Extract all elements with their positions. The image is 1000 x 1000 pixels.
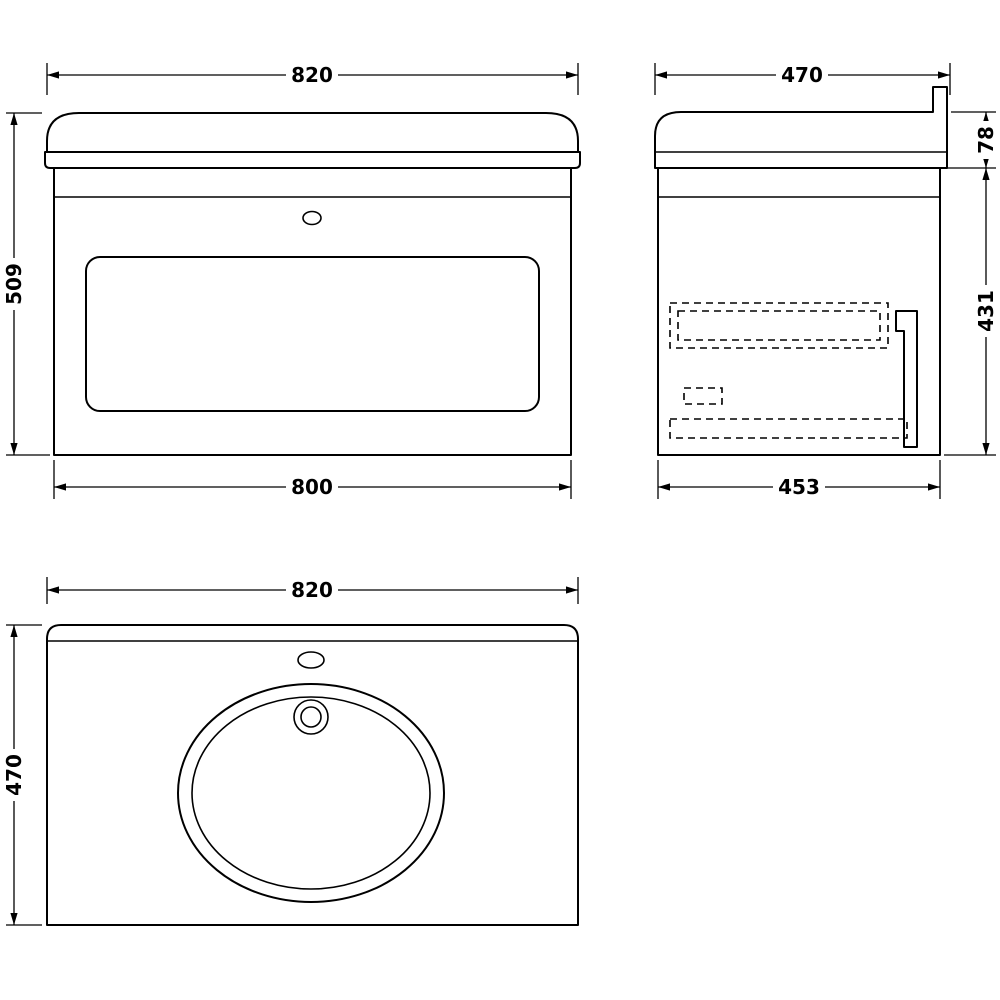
basin-inner [191,696,431,890]
dimension-label: 431 [974,290,998,332]
front-view: 820 509 800 [2,63,581,499]
wall-bracket [895,310,918,448]
basin-front-outline [46,112,579,153]
cabinet-side-outline [657,167,941,456]
dimension-label: 820 [291,578,333,602]
drawer-box-hidden-inner [677,310,881,341]
dimension-label: 820 [291,63,333,87]
plan-outline [46,624,579,926]
dimension-label: 509 [2,263,26,305]
side-dim-bottom: 453 [657,460,941,499]
side-dim-right-upper: 78 [944,111,998,169]
dimension-label: 453 [778,475,820,499]
tap-hole-outer [293,699,329,735]
basin-outer [177,683,445,903]
front-dim-left: 509 [2,112,50,456]
drawer-box-hidden-outer [669,302,889,349]
drawer-handle [302,210,322,226]
front-dim-bottom: 800 [53,460,572,499]
drawer-handle-hidden [683,387,723,405]
worktop-front-outline [44,151,581,169]
plan-dim-left: 470 [2,624,42,926]
dimension-label: 78 [974,126,998,154]
dimension-label: 470 [781,63,823,87]
dimension-label: 800 [291,475,333,499]
cabinet-front-outline [53,167,572,456]
side-dim-right-lower: 431 [944,168,998,456]
tap-hole-inner [300,706,322,728]
dimension-label: 470 [2,754,26,796]
overflow-hole [297,651,325,669]
worktop-side-outline [654,86,948,169]
drawer-bottom-hidden [669,418,908,439]
drawer-panel [85,256,540,412]
front-dim-top: 820 [46,63,579,95]
plan-view: 820 470 [2,577,579,926]
side-view: 470 78 431 453 [654,63,998,499]
side-dim-top: 470 [654,63,951,95]
plan-dim-top: 820 [46,577,579,604]
